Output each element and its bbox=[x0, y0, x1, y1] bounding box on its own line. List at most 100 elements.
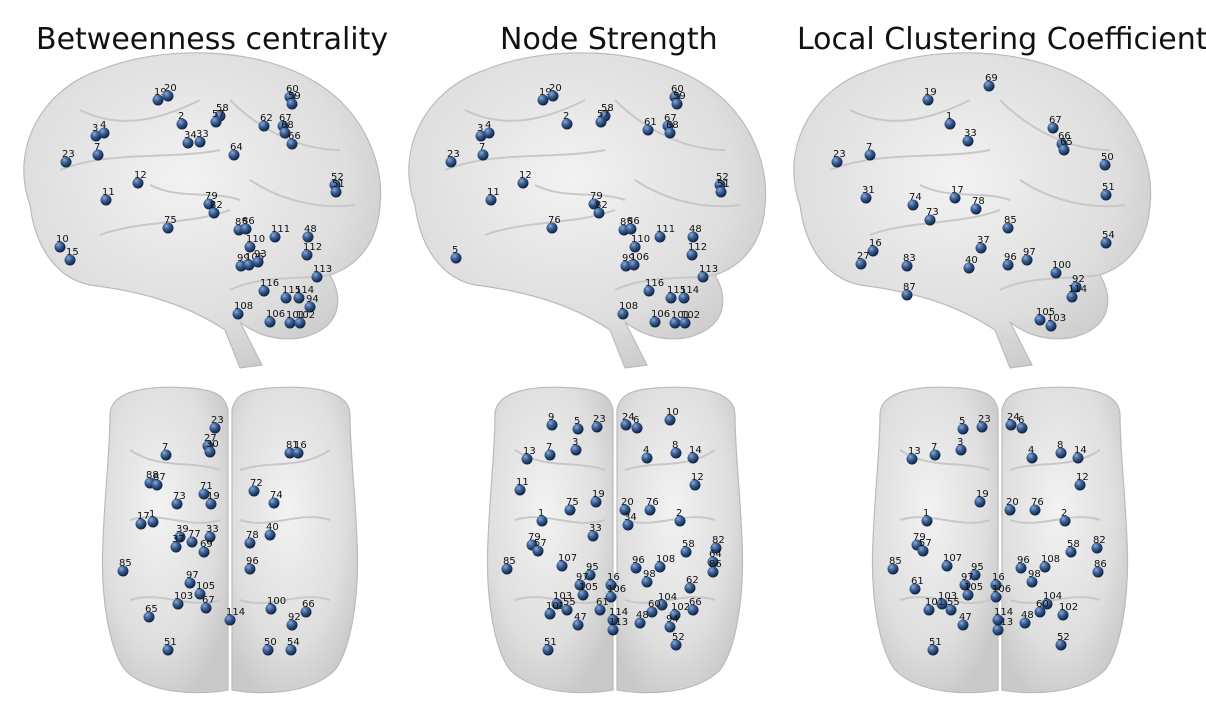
brain-node bbox=[209, 422, 221, 434]
node-label: 48 bbox=[636, 610, 649, 621]
brain-node bbox=[285, 644, 297, 656]
brain-node bbox=[537, 94, 549, 106]
brain-node bbox=[544, 608, 556, 620]
node-label: 7 bbox=[479, 142, 485, 153]
brain-node bbox=[945, 604, 957, 616]
node-label: 55 bbox=[947, 597, 960, 608]
brain-node bbox=[992, 614, 1004, 626]
brain-node bbox=[944, 118, 956, 130]
brain-node bbox=[330, 186, 342, 198]
brain-node bbox=[1026, 576, 1038, 588]
node-label: 85 bbox=[620, 217, 633, 228]
brain-node bbox=[976, 421, 988, 433]
node-label: 48 bbox=[689, 224, 702, 235]
node-label: 58 bbox=[1067, 539, 1080, 550]
brain-node bbox=[1050, 267, 1062, 279]
node-label: 7 bbox=[94, 142, 100, 153]
node-label: 52 bbox=[1057, 632, 1070, 643]
brain-node bbox=[617, 308, 629, 320]
brain-node bbox=[593, 207, 605, 219]
node-label: 62 bbox=[686, 575, 699, 586]
brain-node bbox=[957, 619, 969, 631]
node-label: 58 bbox=[682, 539, 695, 550]
brain-node bbox=[619, 504, 631, 516]
node-label: 88 bbox=[146, 470, 159, 481]
node-label: 108 bbox=[1041, 554, 1060, 565]
node-label: 24 bbox=[1007, 412, 1020, 423]
node-label: 65 bbox=[145, 604, 158, 615]
node-label: 58 bbox=[216, 103, 229, 114]
brain-node bbox=[679, 317, 691, 329]
brain-node bbox=[687, 231, 699, 243]
node-label: 105 bbox=[964, 582, 983, 593]
node-label: 73 bbox=[173, 491, 186, 502]
node-label: 85 bbox=[1004, 215, 1017, 226]
node-label: 23 bbox=[593, 414, 606, 425]
node-label: 51 bbox=[929, 637, 942, 648]
node-label: 17 bbox=[951, 185, 964, 196]
brain-node bbox=[707, 556, 719, 568]
node-label: 23 bbox=[978, 414, 991, 425]
node-label: 60 bbox=[1036, 599, 1049, 610]
node-label: 59 bbox=[673, 91, 686, 102]
node-label: 96 bbox=[1017, 555, 1030, 566]
node-label: 34 bbox=[184, 130, 197, 141]
node-label: 40 bbox=[965, 255, 978, 266]
title-betweenness: Betweenness centrality bbox=[36, 22, 389, 57]
brain-node bbox=[715, 186, 727, 198]
brain-node bbox=[990, 579, 1002, 591]
brain-node bbox=[162, 90, 174, 102]
brain-top-view-ns bbox=[486, 386, 744, 694]
brain-node bbox=[572, 423, 584, 435]
node-label: 11 bbox=[487, 187, 500, 198]
brain-node bbox=[634, 617, 646, 629]
brain-node bbox=[707, 566, 719, 578]
node-label: 67 bbox=[1049, 115, 1062, 126]
brain-node bbox=[584, 569, 596, 581]
brain-node bbox=[556, 560, 568, 572]
node-label: 113 bbox=[313, 264, 332, 275]
brain-node bbox=[654, 561, 666, 573]
node-label: 102 bbox=[296, 310, 315, 321]
node-label: 19 bbox=[207, 491, 220, 502]
brain-node bbox=[258, 120, 270, 132]
node-label: 103 bbox=[553, 591, 572, 602]
brain-node bbox=[941, 560, 953, 572]
brain-node bbox=[974, 496, 986, 508]
brain-node bbox=[917, 545, 929, 557]
node-label: 101 bbox=[286, 310, 305, 321]
brain-node bbox=[203, 198, 215, 210]
brain-node bbox=[669, 317, 681, 329]
brain-node bbox=[665, 292, 677, 304]
node-label: 87 bbox=[903, 282, 916, 293]
node-label: 85 bbox=[889, 556, 902, 567]
brain-node bbox=[117, 565, 129, 577]
node-label: 96 bbox=[246, 556, 259, 567]
brain-node bbox=[244, 537, 256, 549]
node-label: 95 bbox=[586, 562, 599, 573]
brain-node bbox=[64, 254, 76, 266]
brain-node bbox=[1041, 598, 1053, 610]
brain-node bbox=[265, 603, 277, 615]
brain-node bbox=[686, 249, 698, 261]
brain-node bbox=[132, 177, 144, 189]
node-label: 68 bbox=[666, 120, 679, 131]
node-label: 113 bbox=[994, 617, 1013, 628]
node-label: 48 bbox=[1021, 610, 1034, 621]
brain-node bbox=[577, 589, 589, 601]
node-label: 3 bbox=[477, 123, 483, 134]
node-label: 47 bbox=[574, 612, 587, 623]
node-label: 33 bbox=[196, 129, 209, 140]
brain-node bbox=[286, 98, 298, 110]
brain-node bbox=[304, 301, 316, 313]
node-label: 13 bbox=[523, 446, 536, 457]
brain-node bbox=[450, 252, 462, 264]
brain-node bbox=[867, 245, 879, 257]
node-label: 75 bbox=[164, 215, 177, 226]
node-label: 51 bbox=[1102, 182, 1115, 193]
brain-node bbox=[284, 447, 296, 459]
node-label: 12 bbox=[519, 170, 532, 181]
node-label: 108 bbox=[656, 554, 675, 565]
brain-node bbox=[300, 606, 312, 618]
